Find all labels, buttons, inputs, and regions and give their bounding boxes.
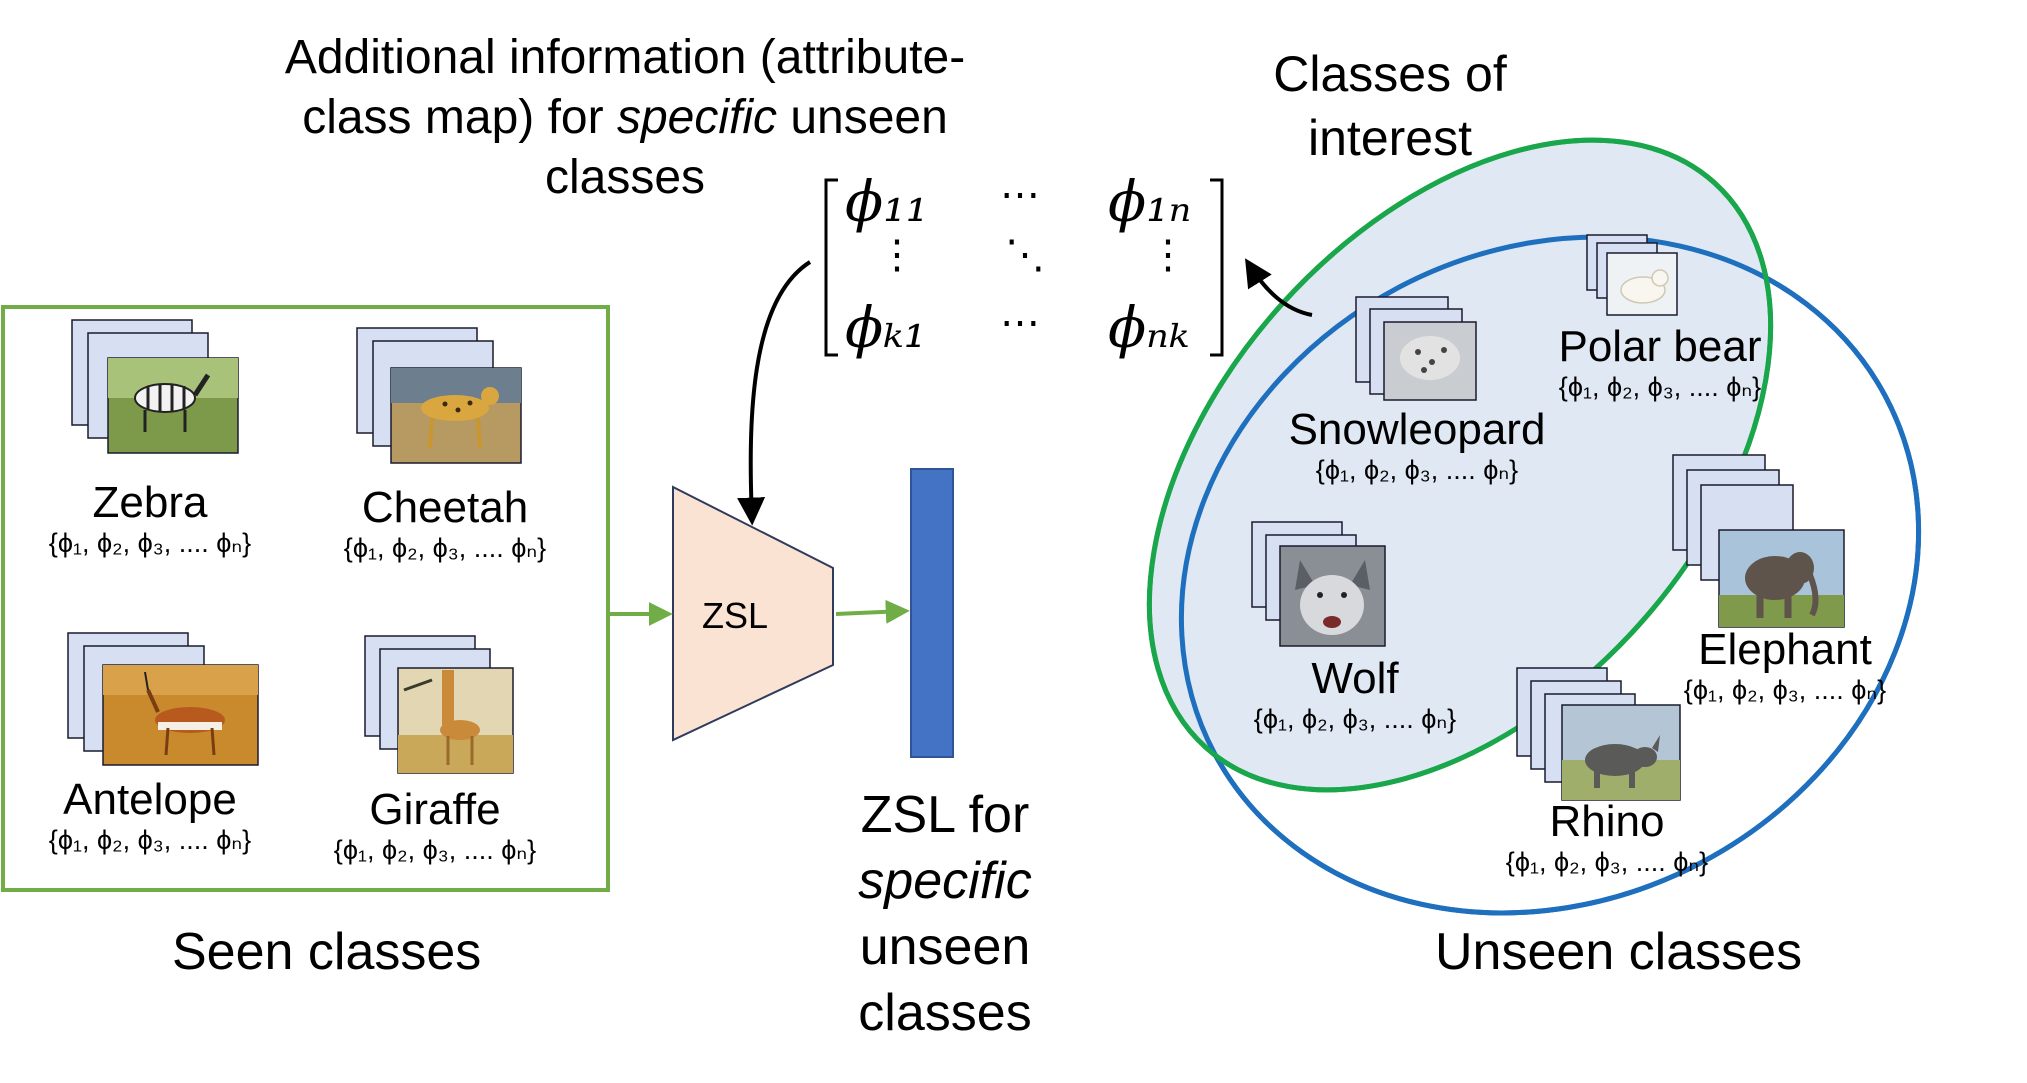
unseen-class-name: Snowleopard — [1288, 405, 1546, 454]
classes-of-interest-line1: Classes of — [1273, 46, 1507, 102]
matrix-entry-mid-left: ⋮ — [877, 233, 917, 277]
zsl-model-label: ZSL — [702, 595, 769, 636]
classes-of-interest-line2: interest — [1308, 110, 1472, 166]
unseen-class-attrs: {ϕ₁, ϕ₂, ϕ₃, .... ϕₙ} — [1558, 372, 1762, 402]
zebra-photo-icon — [107, 357, 239, 454]
seen-class-name: Giraffe — [369, 785, 501, 834]
attribute-map-note-line3: classes — [544, 151, 706, 204]
snowleopard-photo-icon — [1383, 321, 1477, 401]
unseen-class-snowleopard: Snowleopard {ϕ₁, ϕ₂, ϕ₃, .... ϕₙ} — [1262, 405, 1572, 486]
zebra-image-stack — [71, 319, 239, 454]
antelope-image-stack — [67, 632, 259, 766]
unseen-class-attrs: {ϕ₁, ϕ₂, ϕ₃, .... ϕₙ} — [1253, 704, 1457, 734]
unseen-class-polar-bear: Polar bear {ϕ₁, ϕ₂, ϕ₃, .... ϕₙ} — [1525, 322, 1795, 403]
unseen-class-name: Elephant — [1698, 625, 1872, 674]
elephant-photo-icon — [1718, 529, 1845, 628]
zsl-output-bar — [910, 468, 954, 758]
seen-class-cheetah: Cheetah {ϕ₁, ϕ₂, ϕ₃, .... ϕₙ} — [315, 483, 575, 564]
zsl-model-shape — [672, 485, 834, 742]
attribute-map-note-line2: class map) for specific unseen — [150, 88, 1100, 148]
unseen-class-attrs: {ϕ₁, ϕ₂, ϕ₃, .... ϕₙ} — [1505, 847, 1709, 877]
seen-class-attrs: {ϕ₁, ϕ₂, ϕ₃, .... ϕₙ} — [48, 528, 252, 558]
seen-class-name: Zebra — [92, 478, 208, 527]
unseen-class-attrs: {ϕ₁, ϕ₂, ϕ₃, .... ϕₙ} — [1683, 675, 1887, 705]
matrix-brackets — [824, 178, 1224, 357]
matrix-to-zsl-arrow — [737, 260, 812, 526]
interest-to-matrix-arrow — [1245, 258, 1313, 317]
matrix-entry-mid-right: ⋮ — [1148, 233, 1188, 277]
polar-bear-image-stack — [1586, 234, 1678, 316]
seen-class-attrs: {ϕ₁, ϕ₂, ϕ₃, .... ϕₙ} — [343, 533, 547, 563]
classes-of-interest-label: Classes of interest — [1230, 42, 1550, 170]
unseen-class-name: Rhino — [1549, 797, 1665, 846]
antelope-photo-icon — [102, 664, 259, 766]
classes-of-interest-ellipse-outline — [1146, 137, 1774, 793]
matrix-entry-bot-right: ϕₙₖ — [1108, 296, 1190, 361]
giraffe-photo-icon — [397, 667, 514, 774]
matrix-entry-mid-mid: ⋱ — [1005, 233, 1045, 277]
attribute-map-note: Additional information (attribute- class… — [150, 28, 1100, 208]
snowleopard-image-stack — [1355, 296, 1477, 401]
matrix-entry-bot-left: ϕₖ₁ — [845, 296, 927, 361]
matrix-entry-top-right: ϕ₁ₙ — [1108, 170, 1192, 235]
attribute-map-note-line2-post: unseen — [777, 91, 948, 144]
zsl-output-line1: ZSL for — [860, 786, 1030, 844]
rhino-photo-icon — [1561, 704, 1681, 801]
seen-classes-title: Seen classes — [172, 923, 482, 981]
seen-class-name: Antelope — [63, 775, 237, 824]
giraffe-image-stack — [364, 635, 514, 774]
zsl-to-output-arrow — [835, 599, 910, 624]
unseen-class-name: Polar bear — [1558, 322, 1762, 371]
unseen-class-attrs: {ϕ₁, ϕ₂, ϕ₃, .... ϕₙ} — [1315, 455, 1519, 485]
cheetah-image-stack — [356, 327, 522, 464]
seen-class-giraffe: Giraffe {ϕ₁, ϕ₂, ϕ₃, .... ϕₙ} — [305, 785, 565, 866]
unseen-classes-title: Unseen classes — [1435, 923, 1803, 981]
seen-class-attrs: {ϕ₁, ϕ₂, ϕ₃, .... ϕₙ} — [333, 835, 537, 865]
seen-class-attrs: {ϕ₁, ϕ₂, ϕ₃, .... ϕₙ} — [48, 825, 252, 855]
zsl-output-line2: specific — [858, 852, 1032, 910]
attribute-map-note-line1: Additional information (attribute- — [284, 31, 966, 84]
seen-class-antelope: Antelope {ϕ₁, ϕ₂, ϕ₃, .... ϕₙ} — [20, 775, 280, 856]
unseen-class-elephant: Elephant {ϕ₁, ϕ₂, ϕ₃, .... ϕₙ} — [1650, 625, 1920, 706]
polar-bear-photo-icon — [1606, 252, 1678, 316]
unseen-class-name: Wolf — [1311, 654, 1399, 703]
matrix-entry-bot-mid: ⋯ — [1000, 301, 1040, 345]
zsl-output-line3: unseen — [859, 918, 1031, 976]
zsl-output-line4: classes — [858, 984, 1032, 1042]
elephant-image-stack — [1672, 454, 1845, 628]
zsl-output-caption: ZSL for specific unseen classes — [800, 782, 1090, 1046]
unseen-class-wolf: Wolf {ϕ₁, ϕ₂, ϕ₃, .... ϕₙ} — [1220, 654, 1490, 735]
wolf-image-stack — [1251, 521, 1386, 647]
matrix-entry-top-left: ϕ₁₁ — [845, 170, 929, 235]
unseen-class-rhino: Rhino {ϕ₁, ϕ₂, ϕ₃, .... ϕₙ} — [1472, 797, 1742, 878]
matrix-entry-top-mid: ⋯ — [1000, 173, 1040, 217]
cheetah-photo-icon — [390, 367, 522, 464]
attribute-map-note-line2-pre: class map) for — [302, 91, 617, 144]
seen-class-name: Cheetah — [361, 483, 529, 532]
seen-class-zebra: Zebra {ϕ₁, ϕ₂, ϕ₃, .... ϕₙ} — [20, 478, 280, 559]
wolf-photo-icon — [1279, 545, 1386, 647]
attribute-map-note-emphasis: specific — [616, 91, 777, 144]
rhino-image-stack — [1516, 667, 1681, 801]
